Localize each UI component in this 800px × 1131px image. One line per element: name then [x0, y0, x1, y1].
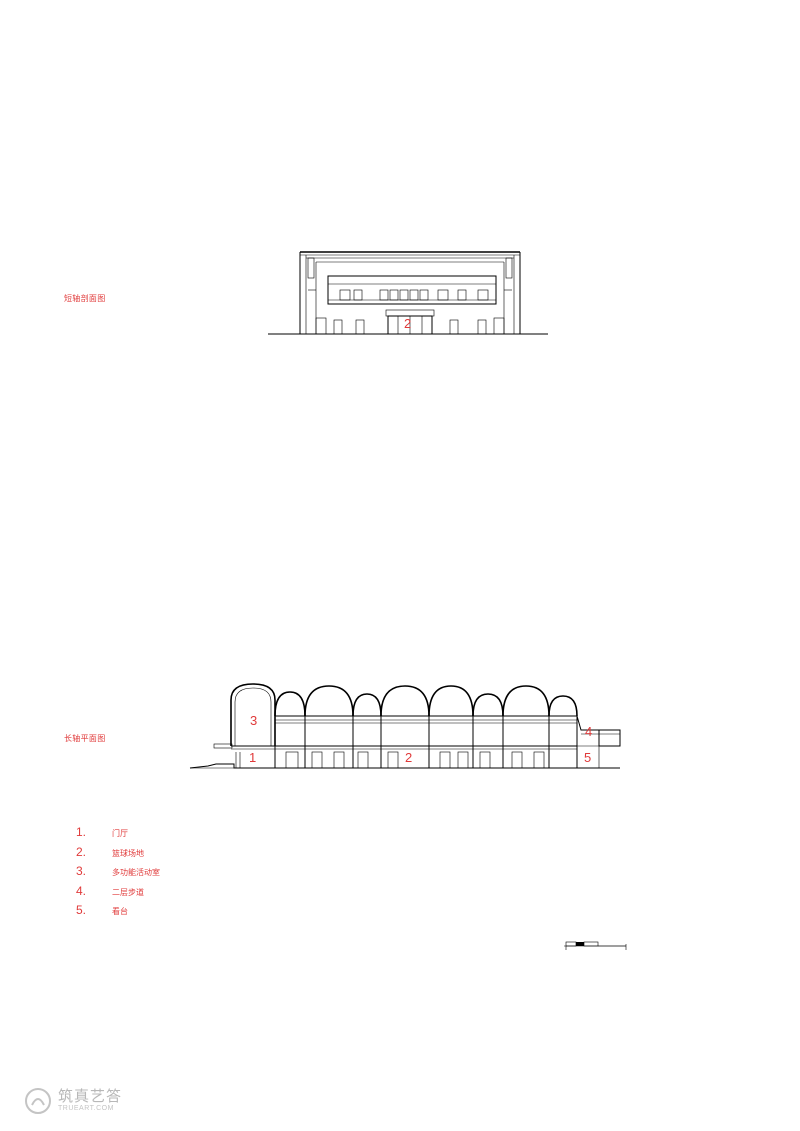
legend-label: 多功能活动室 [112, 868, 160, 877]
watermark-text: 筑真艺答 [58, 1087, 123, 1105]
legend-label: 篮球场地 [112, 848, 144, 858]
legend-item: 1. 门厅 [76, 825, 276, 845]
legend-number: 2. [76, 844, 87, 859]
long-section-label-3: 3 [250, 713, 257, 728]
long-section-label-1: 1 [249, 750, 256, 765]
legend-item: 4. 二层步道 [76, 884, 276, 904]
long-section-drawing: 1 2 3 4 5 [189, 683, 621, 769]
legend-item: 3. 多功能活动室 [76, 864, 276, 884]
legend-number: 3. [76, 864, 87, 878]
long-section-label-4: 4 [585, 724, 592, 739]
legend-label: 看台 [112, 907, 128, 916]
legend-item: 5. 看台 [76, 903, 276, 923]
legend: 1. 门厅 2. 篮球场地 3. 多功能活动室 4. 二层步道 5. 看台 [76, 825, 276, 923]
legend-number: 4. [76, 883, 87, 898]
short-section-drawing: 2 [268, 251, 548, 335]
watermark-subtext: TRUEART.COM [58, 1105, 114, 1112]
legend-item: 2. 篮球场地 [76, 845, 276, 865]
watermark: 筑真艺答 TRUEART.COM [24, 1085, 144, 1121]
watermark-logo-icon [25, 1088, 51, 1114]
long-section-label-2: 2 [405, 750, 412, 765]
legend-label: 门厅 [112, 829, 128, 838]
long-section-label-5: 5 [584, 750, 591, 765]
vault-series [274, 685, 578, 717]
legend-number: 5. [76, 903, 87, 917]
legend-number: 1. [76, 825, 87, 839]
long-section-caption: 长轴平面图 [64, 734, 106, 743]
scale-bar [564, 941, 627, 950]
legend-label: 二层步道 [112, 887, 144, 897]
short-section-label-2: 2 [404, 316, 411, 331]
short-section-caption: 短轴剖面图 [64, 294, 106, 303]
